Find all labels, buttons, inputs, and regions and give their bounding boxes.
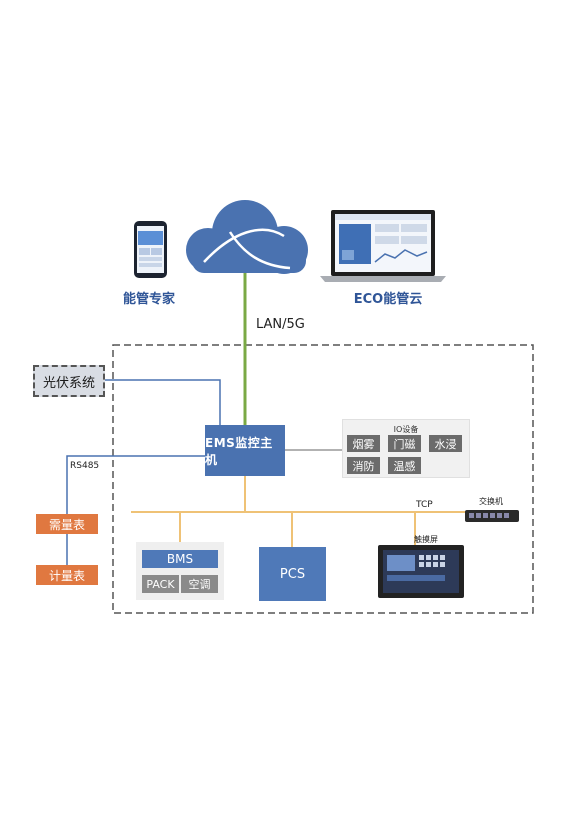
cloud-icon (186, 200, 308, 274)
io-temp-sensor: 温感 (388, 457, 421, 474)
ems-host-node: EMS监控主机 (205, 425, 285, 476)
switch-icon (465, 510, 519, 522)
io-water-sensor: 水浸 (429, 435, 462, 452)
pv-system-node: 光伏系统 (33, 365, 105, 397)
phone-icon (134, 221, 167, 278)
io-door-sensor: 门磁 (388, 435, 421, 452)
bms-panel: BMS PACK 空调 (136, 542, 224, 600)
touchscreen-icon (378, 545, 464, 598)
demand-meter-node: 需量表 (36, 514, 98, 534)
bms-hvac-node: 空调 (181, 575, 218, 593)
io-devices-title: IO设备 (393, 425, 419, 434)
pv-ems-line (105, 379, 221, 440)
tcp-label: TCP (416, 500, 433, 510)
touchscreen-label: 触摸屏 (414, 535, 438, 544)
site-boundary (112, 344, 534, 614)
io-fire-sensor: 消防 (347, 457, 380, 474)
switch-label: 交换机 (479, 497, 503, 506)
io-smoke-sensor: 烟雾 (347, 435, 380, 452)
rs485-line (66, 455, 205, 582)
bms-pack-node: PACK (142, 575, 179, 593)
pcs-node: PCS (259, 547, 326, 601)
energy-meter-node: 计量表 (36, 565, 98, 585)
rs485-label: RS485 (70, 461, 100, 471)
phone-app-label: 能管专家 (122, 292, 175, 307)
io-devices-panel: IO设备 烟雾 门磁 水浸 消防 温感 (342, 419, 470, 478)
cloud-platform-label: ECO能管云 (353, 292, 423, 307)
lan-label: LAN/5G (256, 317, 305, 332)
bms-header: BMS (142, 550, 218, 568)
laptop-icon (320, 210, 446, 282)
